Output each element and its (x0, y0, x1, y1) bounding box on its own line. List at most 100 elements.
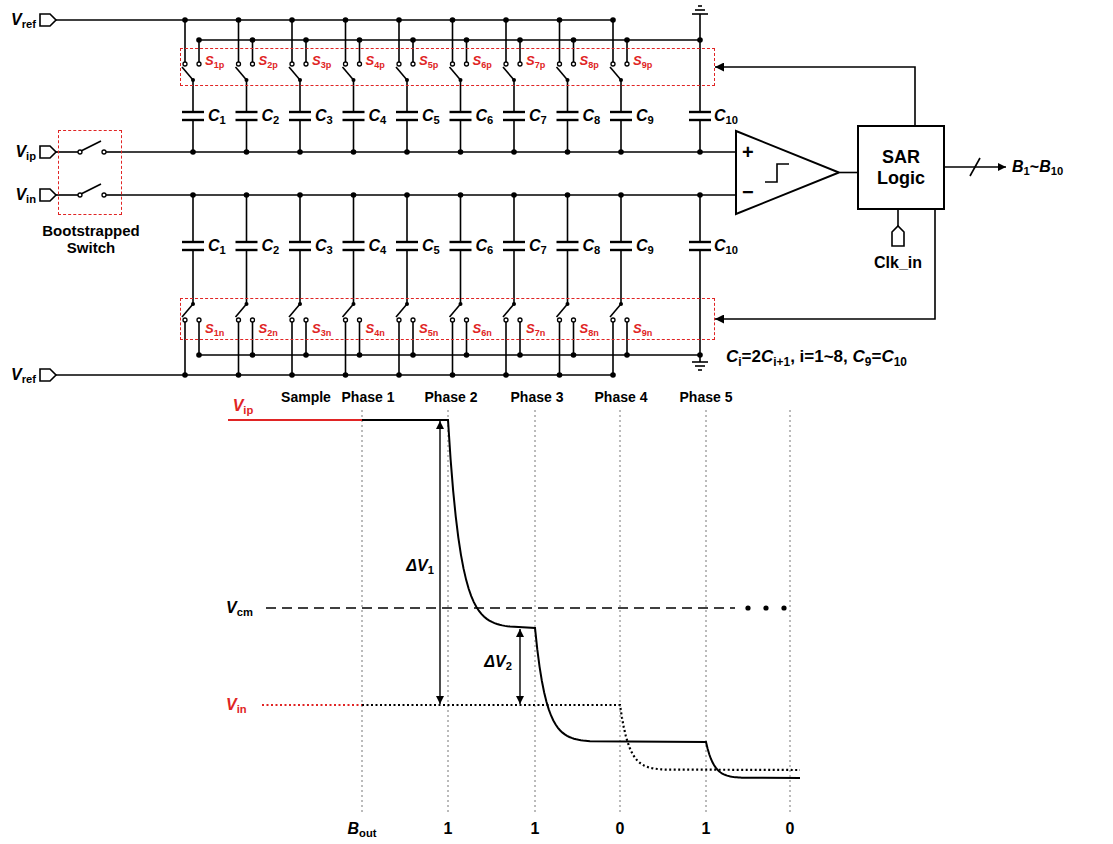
wire (505, 322, 507, 375)
text-run: ΔV (406, 557, 427, 574)
junction-dot (396, 17, 402, 23)
comparator-triangle (736, 131, 839, 214)
switch-contact (237, 62, 241, 66)
wire (299, 80, 301, 112)
ground-symbol (695, 9, 705, 11)
connector-wire (840, 172, 857, 174)
box-label: SAR Logic (870, 147, 932, 188)
signal-label: Vip (15, 143, 36, 161)
vref-rail (56, 19, 613, 21)
wire (359, 322, 361, 355)
switch-label: S3p (312, 54, 331, 69)
capacitor-plate (689, 111, 711, 113)
wire (699, 250, 701, 362)
wire (106, 194, 122, 196)
text-run: 5 (434, 244, 440, 256)
junction-dot (236, 372, 242, 378)
switch-contact (102, 193, 106, 197)
signal-label: Phase 2 (425, 389, 478, 405)
capacitor-plate (236, 241, 258, 243)
switch-label: S4n (366, 322, 385, 337)
switch-blade (557, 67, 568, 80)
text-run: 10 (894, 355, 907, 369)
ground-symbol (698, 5, 702, 7)
text-run: ref (22, 18, 36, 30)
text-run: , i=1~8, (790, 347, 852, 366)
wire (513, 120, 515, 152)
text-run: 2p (267, 59, 278, 69)
switch-label: S3n (312, 322, 331, 337)
text-run: S (366, 53, 375, 68)
text-run: V (233, 397, 244, 414)
capacitor-plate (236, 111, 258, 113)
switch-blade (450, 304, 461, 317)
signal-label: 1 (444, 820, 453, 838)
text-run: C (315, 237, 327, 254)
text-run: ~ (1030, 158, 1039, 175)
text-run: 3 (327, 114, 333, 126)
capacitor-plate (343, 241, 365, 243)
text-run: B (1039, 158, 1051, 175)
text-run: C (208, 107, 220, 124)
text-run: = (871, 347, 881, 366)
switch-blade (610, 304, 621, 317)
switch-contact (197, 62, 201, 66)
switch-blade (236, 67, 247, 80)
switch-contact (183, 318, 187, 322)
capacitor-plate (503, 111, 525, 113)
wire (246, 120, 248, 152)
wire (460, 120, 462, 152)
text-run: S (633, 53, 642, 68)
wire (345, 20, 347, 62)
junction-dot (557, 372, 563, 378)
switch-array: S1nS2nS3nS4nS5nS6nS7nS8nS9n (180, 298, 715, 340)
text-run: ref (22, 373, 36, 385)
wire (252, 322, 254, 355)
text-run: C (881, 347, 893, 366)
junction-dot (396, 372, 402, 378)
signal-label: Phase 1 (342, 389, 395, 405)
wire (246, 80, 248, 112)
wire (184, 20, 186, 62)
wire (192, 80, 194, 112)
connector-wire (715, 210, 935, 319)
text-run: C (262, 237, 274, 254)
wire (466, 322, 468, 355)
wire (412, 322, 414, 355)
text-run: 1n (214, 327, 225, 337)
wire (406, 120, 408, 152)
connector-wire (122, 151, 735, 153)
switch-contact (465, 62, 469, 66)
junction-dot (303, 37, 309, 43)
text-run: S (526, 321, 535, 336)
signal-label: C5 (422, 237, 440, 255)
wire (620, 250, 622, 304)
text-run: ΔV (484, 653, 505, 670)
text-run: S (259, 321, 268, 336)
text-run: C (529, 237, 541, 254)
signal-label: C10 (714, 107, 738, 125)
junction-dot (464, 352, 470, 358)
switch-contact (251, 62, 255, 66)
signal-label: B1~B10 (1012, 158, 1063, 176)
wire (620, 80, 622, 112)
text-run: 4n (374, 327, 385, 337)
delta-arrow (439, 421, 440, 704)
text-run: 1 (702, 820, 711, 837)
switch-label: S1p (205, 54, 224, 69)
text-run: =2 (742, 347, 761, 366)
text-run: SAR Logic (877, 147, 925, 188)
vip-waveform (228, 419, 362, 421)
wire (398, 322, 400, 375)
switch-contact (572, 62, 576, 66)
switch-contact (518, 62, 522, 66)
switch-contact (304, 62, 308, 66)
text-run: C (636, 107, 648, 124)
text-run: 10 (726, 244, 738, 256)
signal-label: 0 (616, 820, 625, 838)
text-run: S (526, 53, 535, 68)
switch-label: S5p (419, 54, 438, 69)
wire (452, 20, 454, 62)
signal-label: C3 (315, 107, 333, 125)
wire (299, 250, 301, 304)
